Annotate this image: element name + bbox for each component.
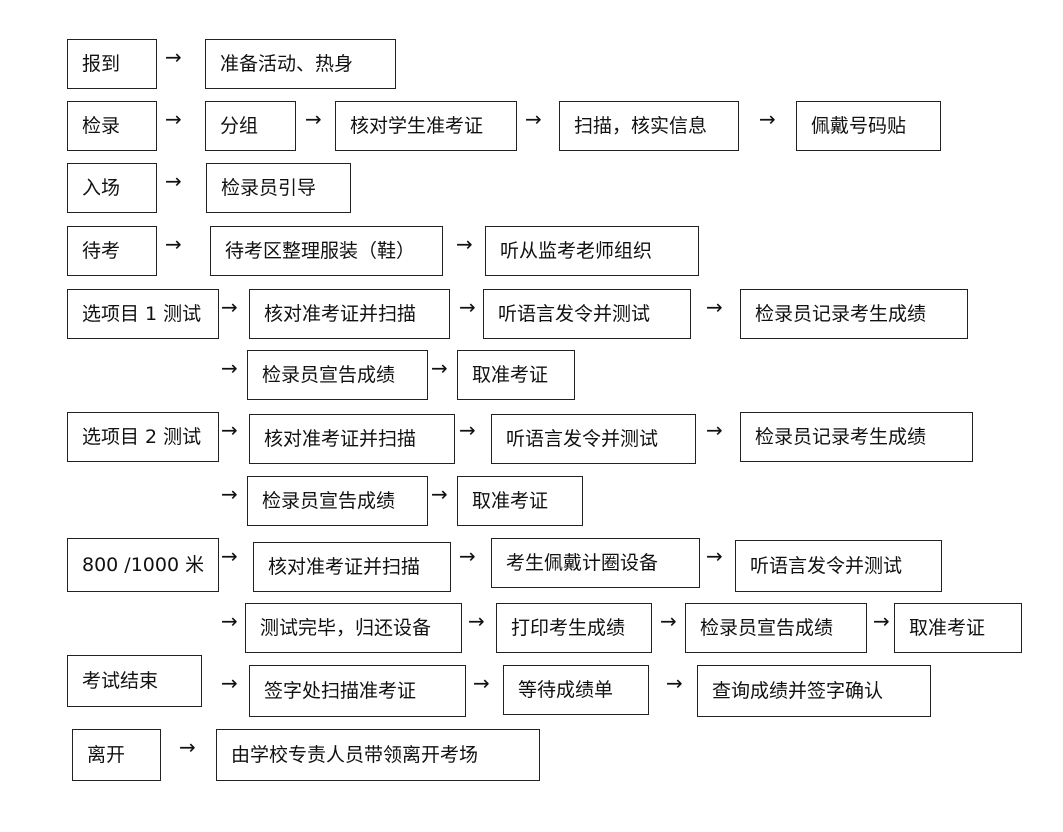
- right-arrow-icon: →: [459, 544, 476, 568]
- flow-step-box: 扫描，核实信息: [559, 101, 739, 151]
- right-arrow-icon: →: [221, 418, 238, 442]
- right-arrow-icon: →: [221, 544, 238, 568]
- right-arrow-icon: →: [468, 609, 485, 633]
- flow-step-box: 分组: [205, 101, 296, 151]
- flow-step-box: 听语言发令并测试: [483, 289, 691, 339]
- right-arrow-icon: →: [431, 482, 448, 506]
- flow-step-box: 检录员宣告成绩: [247, 350, 428, 400]
- flow-step-box: 选项目 1 测试: [67, 289, 219, 339]
- flow-step-box: 检录员宣告成绩: [685, 603, 867, 653]
- flow-step-box: 听语言发令并测试: [735, 540, 942, 592]
- flow-step-box: 由学校专责人员带领离开考场: [216, 729, 540, 781]
- right-arrow-icon: →: [459, 418, 476, 442]
- flow-step-box: 离开: [72, 729, 161, 781]
- right-arrow-icon: →: [305, 107, 322, 131]
- right-arrow-icon: →: [473, 671, 490, 695]
- right-arrow-icon: →: [431, 356, 448, 380]
- right-arrow-icon: →: [525, 107, 542, 131]
- flow-step-box: 核对准考证并扫描: [249, 414, 455, 464]
- flow-step-box: 听从监考老师组织: [485, 226, 699, 276]
- flow-step-box: 待考: [67, 226, 157, 276]
- flow-step-box: 查询成绩并签字确认: [697, 665, 931, 717]
- right-arrow-icon: →: [873, 609, 890, 633]
- right-arrow-icon: →: [660, 609, 677, 633]
- right-arrow-icon: →: [165, 107, 182, 131]
- flow-step-box: 检录员引导: [206, 163, 351, 213]
- right-arrow-icon: →: [221, 609, 238, 633]
- right-arrow-icon: →: [759, 107, 776, 131]
- flow-step-box: 准备活动、热身: [205, 39, 396, 89]
- flow-step-box: 签字处扫描准考证: [249, 665, 466, 717]
- right-arrow-icon: →: [165, 45, 182, 69]
- flow-step-box: 待考区整理服装（鞋）: [210, 226, 443, 276]
- right-arrow-icon: →: [221, 356, 238, 380]
- right-arrow-icon: →: [221, 482, 238, 506]
- right-arrow-icon: →: [165, 169, 182, 193]
- flow-step-box: 报到: [67, 39, 157, 89]
- flow-step-box: 入场: [67, 163, 157, 213]
- flow-step-box: 佩戴号码贴: [796, 101, 941, 151]
- right-arrow-icon: →: [706, 418, 723, 442]
- flow-step-box: 检录: [67, 101, 157, 151]
- right-arrow-icon: →: [706, 544, 723, 568]
- flow-step-box: 核对学生准考证: [335, 101, 517, 151]
- right-arrow-icon: →: [179, 735, 196, 759]
- right-arrow-icon: →: [221, 295, 238, 319]
- right-arrow-icon: →: [459, 295, 476, 319]
- right-arrow-icon: →: [706, 295, 723, 319]
- flow-step-box: 取准考证: [457, 350, 575, 400]
- flow-step-box: 检录员记录考生成绩: [740, 412, 973, 462]
- right-arrow-icon: →: [221, 671, 238, 695]
- flow-step-box: 考生佩戴计圈设备: [491, 538, 700, 588]
- right-arrow-icon: →: [666, 671, 683, 695]
- flow-step-box: 核对准考证并扫描: [249, 289, 450, 339]
- flow-step-box: 测试完毕，归还设备: [245, 603, 462, 653]
- right-arrow-icon: →: [165, 232, 182, 256]
- flow-step-box: 考试结束: [67, 655, 202, 707]
- flow-step-box: 取准考证: [894, 603, 1022, 653]
- flow-step-box: 听语言发令并测试: [491, 414, 696, 464]
- right-arrow-icon: →: [456, 232, 473, 256]
- flow-step-box: 核对准考证并扫描: [253, 542, 451, 592]
- flow-step-box: 检录员宣告成绩: [247, 476, 428, 526]
- flow-step-box: 取准考证: [457, 476, 583, 526]
- flow-step-box: 检录员记录考生成绩: [740, 289, 968, 339]
- flow-step-box: 800 /1000 米: [67, 538, 219, 592]
- flow-step-box: 等待成绩单: [503, 665, 649, 715]
- flow-step-box: 打印考生成绩: [496, 603, 652, 653]
- flow-step-box: 选项目 2 测试: [67, 412, 219, 462]
